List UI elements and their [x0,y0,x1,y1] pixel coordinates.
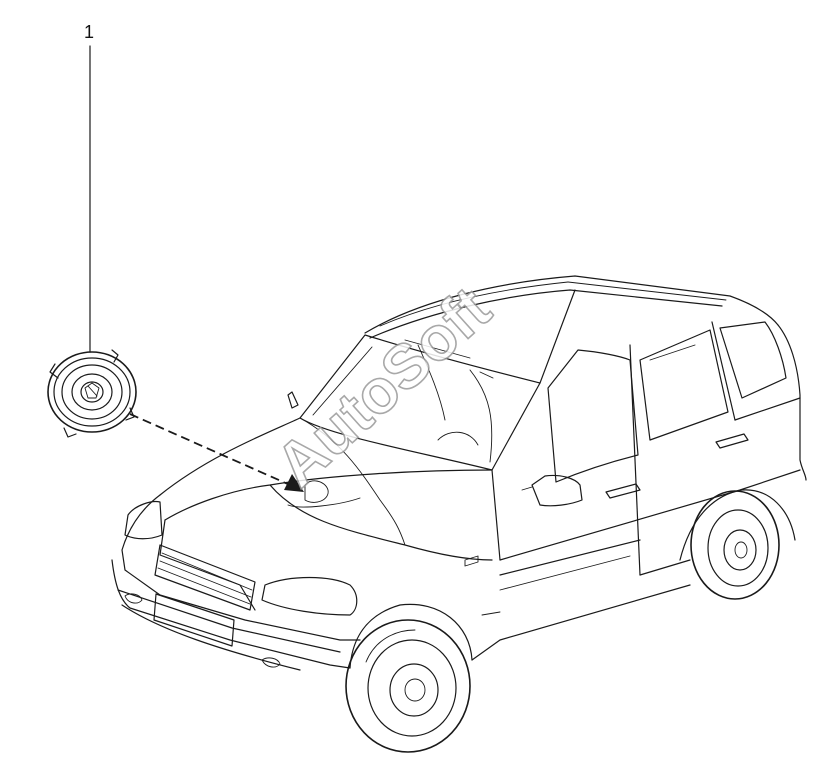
speaker-part [47,349,137,438]
callout-number: 1 [84,22,94,42]
vehicle-illustration [111,275,807,753]
watermark-text: AutoSoft [263,274,504,500]
install-direction-arrow [129,413,304,492]
